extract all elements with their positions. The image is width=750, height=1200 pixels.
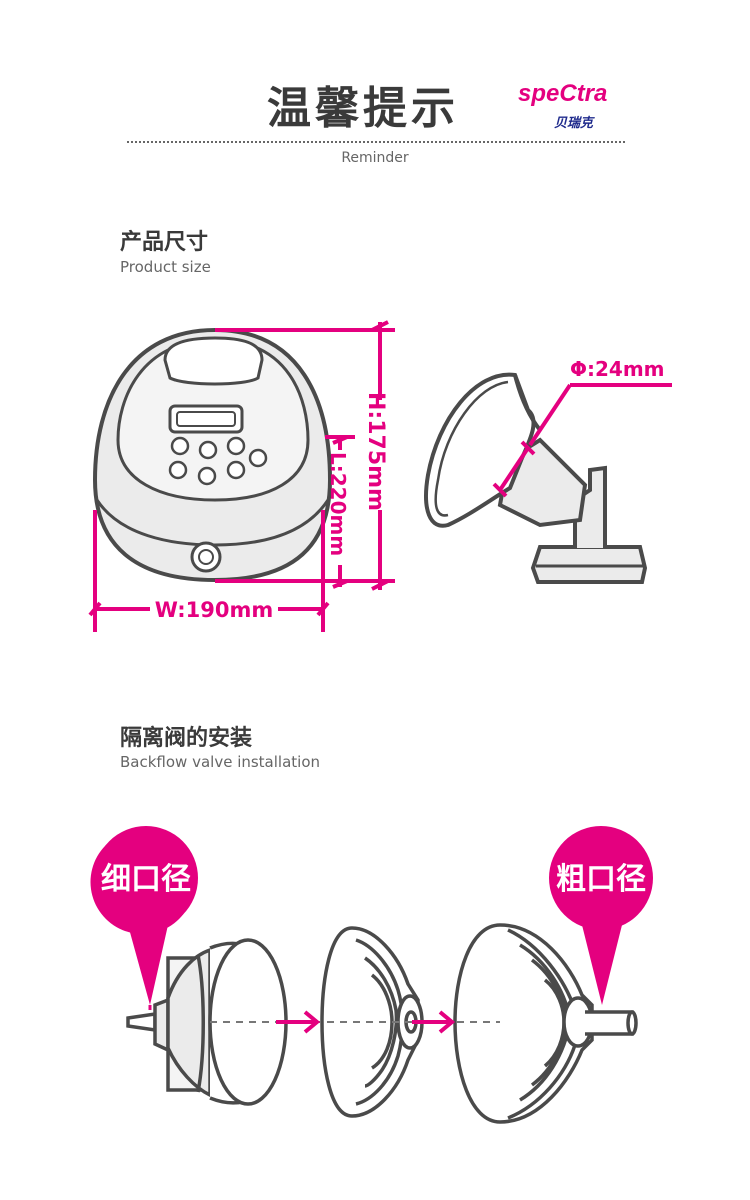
length-label: L:220mm: [326, 452, 350, 556]
arrow-right-icon: [412, 1010, 456, 1034]
narrow-caliber-badge: [90, 826, 198, 1010]
height-label: H:175mm: [363, 392, 388, 511]
valve-section-subtitle: Backflow valve installation: [120, 753, 321, 771]
diameter-marker: [492, 383, 672, 498]
wide-caliber-badge: [549, 826, 653, 1005]
valve-wide-part: [453, 923, 638, 1124]
page-title: 温馨提示: [267, 83, 459, 134]
valve-section-title: 隔离阀的安装: [120, 726, 253, 751]
logo-subtext: 贝瑞克: [554, 116, 594, 131]
pump-dimension-lines: [88, 320, 395, 632]
product-size-title: 产品尺寸: [120, 230, 209, 255]
wide-caliber-label: 粗口径: [556, 862, 646, 897]
logo-text: speCtra: [518, 80, 608, 107]
narrow-caliber-label: 细口径: [101, 862, 191, 897]
breast-shield-illustration: [424, 372, 648, 584]
spectra-logo: speCtra 贝瑞克: [518, 80, 638, 131]
breast-pump-illustration: [92, 327, 333, 583]
page-subtitle: Reminder: [341, 150, 409, 166]
product-size-subtitle: Product size: [120, 258, 211, 276]
dotted-divider: [127, 141, 625, 143]
arrow-right-icon: [276, 1010, 321, 1034]
width-label: W:190mm: [155, 598, 274, 622]
diameter-label: Φ:24mm: [570, 357, 665, 381]
valve-narrow-part: [126, 938, 288, 1106]
